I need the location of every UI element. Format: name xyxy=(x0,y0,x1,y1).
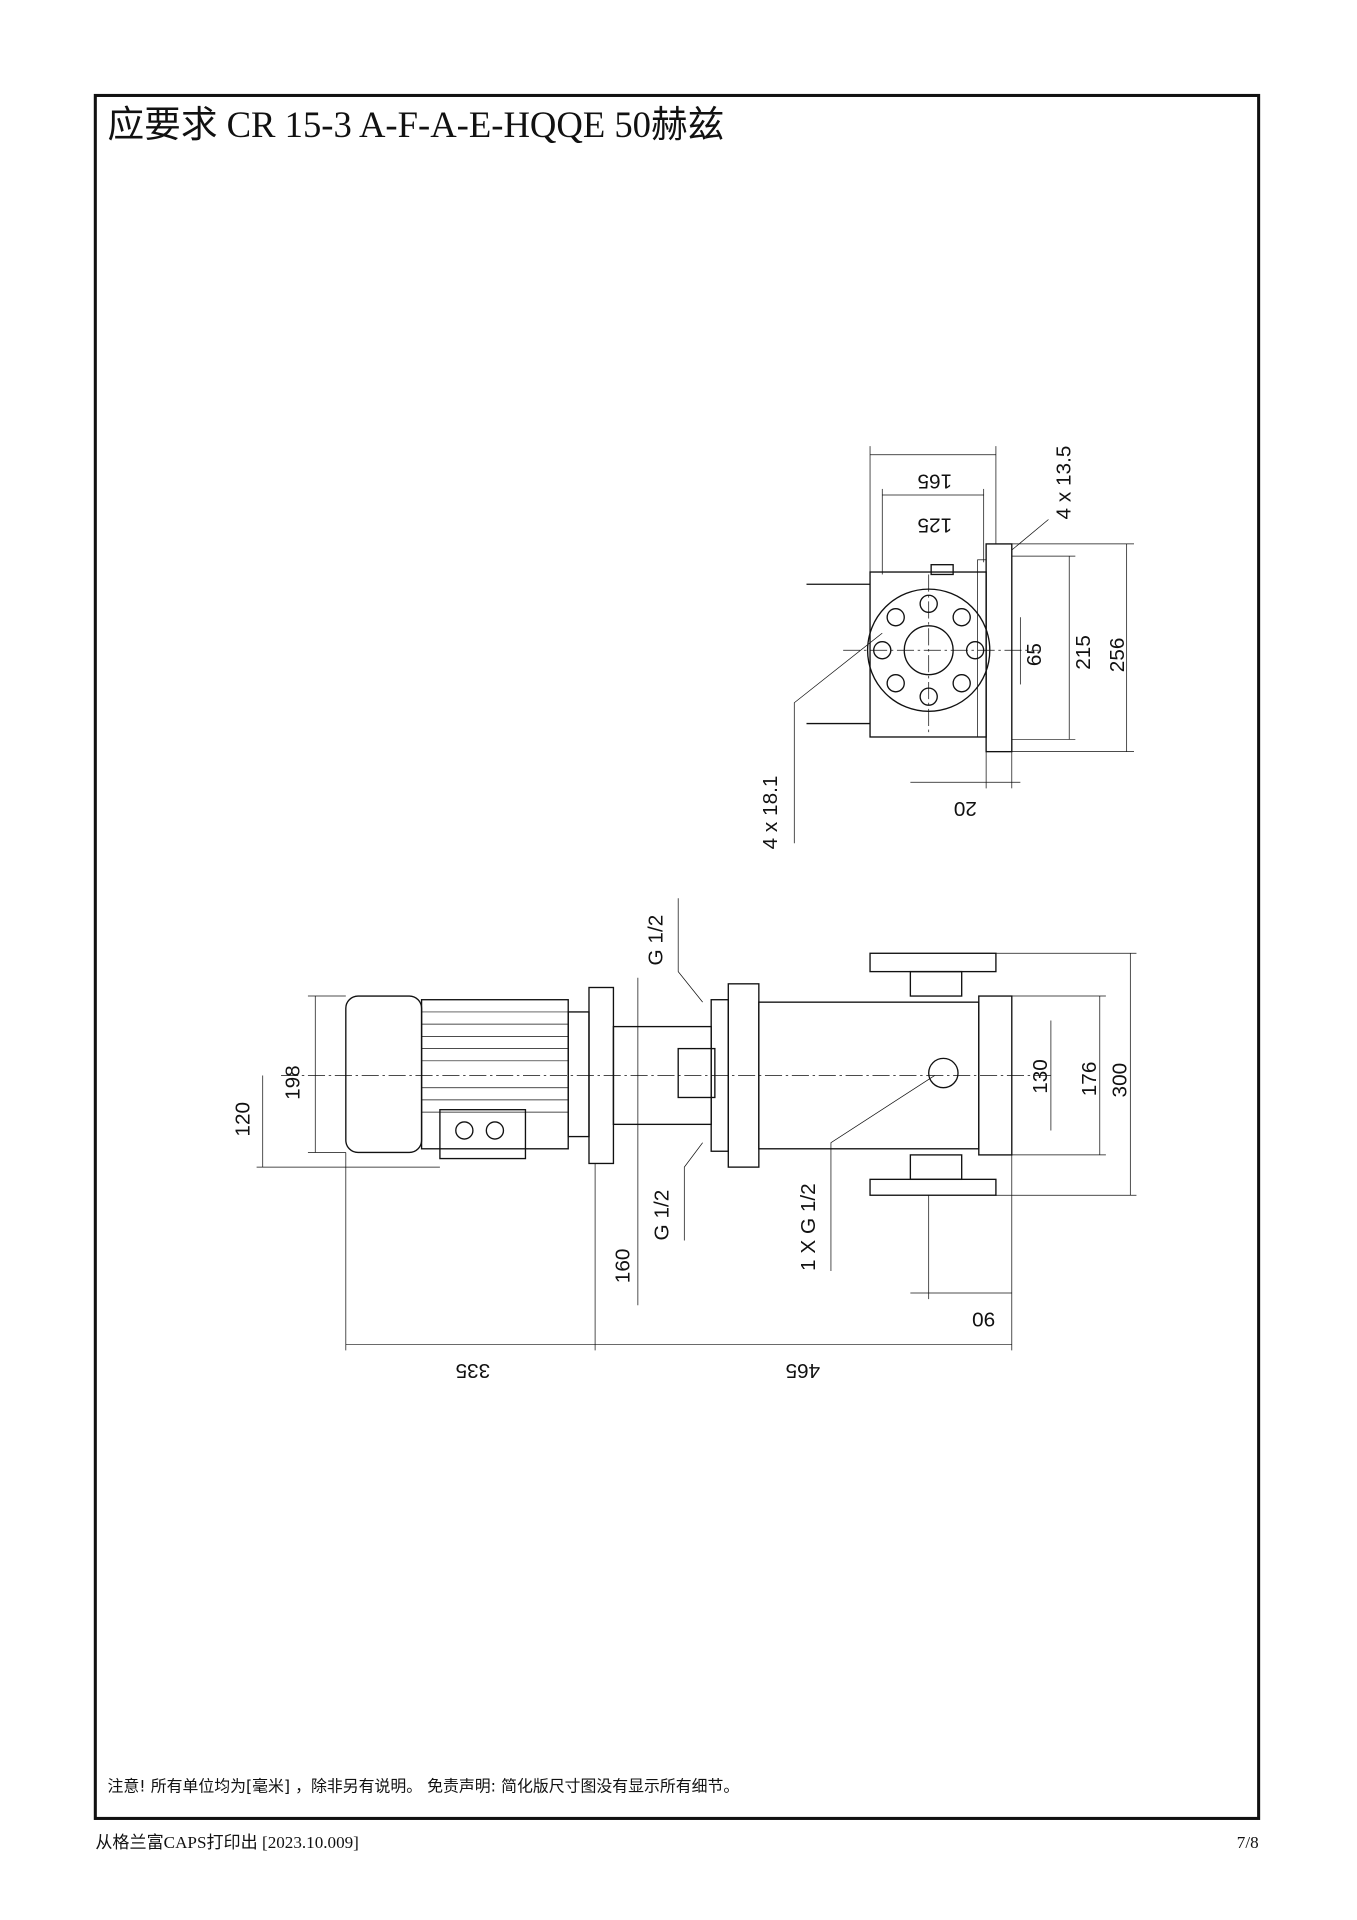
sheet-border xyxy=(93,93,1261,1820)
footer-printed-by: 从格兰富CAPS打印出 [2023.10.009] xyxy=(95,1833,359,1852)
terminal-box xyxy=(439,1109,527,1160)
dim-165: 165 xyxy=(917,469,952,492)
side-view: 198 120 G 1/2 G 1/2 1 X G 1/2 130 176 30… xyxy=(231,898,1137,1382)
outlet-flange xyxy=(869,1178,997,1196)
dim-160: 160 xyxy=(611,1249,634,1284)
dim-20: 20 xyxy=(954,797,977,820)
dim-335: 335 xyxy=(456,1359,491,1382)
dim-holes-13-5: 4 x 13.5 xyxy=(1052,446,1075,520)
dim-176: 176 xyxy=(1078,1062,1101,1097)
dim-256: 256 xyxy=(1106,638,1129,673)
motor-body xyxy=(420,999,569,1150)
label-drain: 1 X G 1/2 xyxy=(797,1183,820,1271)
footer-page-number: 7/8 xyxy=(1237,1833,1259,1852)
label-g-half-top: G 1/2 xyxy=(644,915,667,966)
dim-holes-18-1: 4 x 18.1 xyxy=(759,776,782,850)
top-view: 165 125 4 x 13.5 65 215 256 20 4 x 18.1 xyxy=(759,446,1134,850)
units-disclaimer-note: 注意! 所有单位均为[毫米] ，除非另有说明。 免责声明: 简化版尺寸图没有显示… xyxy=(108,1777,740,1796)
drain-plug xyxy=(928,1057,959,1089)
label-g-half-bottom: G 1/2 xyxy=(650,1190,673,1241)
motor-fan-cover xyxy=(345,995,423,1154)
dim-465: 465 xyxy=(786,1359,821,1382)
dim-215: 215 xyxy=(1072,635,1095,670)
dim-120: 120 xyxy=(231,1102,254,1137)
dim-65: 65 xyxy=(1023,643,1046,666)
dim-300: 300 xyxy=(1109,1063,1132,1098)
inlet-flange xyxy=(869,952,997,973)
dim-198: 198 xyxy=(281,1065,304,1100)
dim-125: 125 xyxy=(917,513,952,536)
drawing-title: 应要求 CR 15-3 A-F-A-E-HQQE 50赫兹 xyxy=(108,104,725,145)
dim-90: 90 xyxy=(972,1308,995,1331)
dim-130: 130 xyxy=(1029,1059,1052,1094)
